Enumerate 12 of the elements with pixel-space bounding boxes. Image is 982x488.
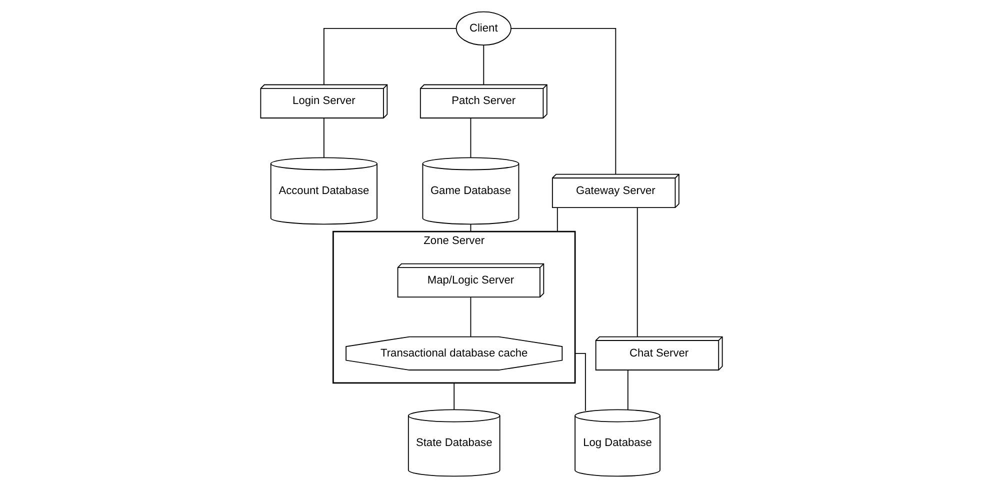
connector: [453, 382, 454, 410]
connector: [574, 352, 586, 412]
connector: [636, 207, 638, 338]
connector: [510, 28, 616, 175]
connector: [470, 118, 471, 158]
connector: [322, 28, 456, 85]
node-ellipse: Client: [455, 11, 511, 46]
connector: [322, 118, 324, 158]
connector: [470, 296, 471, 338]
connector: [626, 370, 628, 410]
connector: [556, 207, 558, 232]
connector: [482, 44, 484, 85]
